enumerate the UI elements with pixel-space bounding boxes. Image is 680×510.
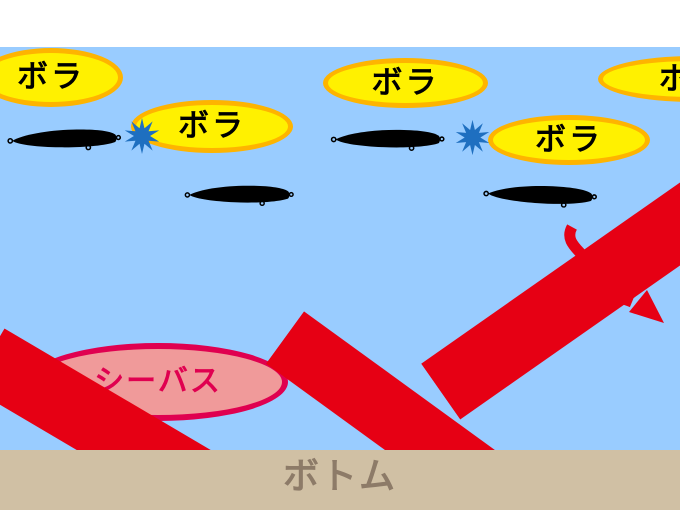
baitfish-bubble: ボラ (131, 100, 293, 153)
baitfish-bubble: ボラ (0, 48, 123, 107)
predator-label: シーバス (94, 364, 222, 399)
baitfish-label: ボラ (371, 64, 440, 101)
seabed-strip: ボトム (0, 450, 680, 510)
predator-bubble: シーバス (28, 343, 288, 421)
seabed-label: ボトム (282, 456, 397, 497)
baitfish-label: ボラ (17, 59, 85, 95)
baitfish-label: ボラ (659, 60, 680, 97)
baitfish-label: ボラ (535, 121, 603, 158)
baitfish-bubble: ボラ (323, 58, 488, 108)
baitfish-bubble: ボラ (488, 115, 650, 165)
baitfish-label: ボラ (178, 108, 246, 144)
